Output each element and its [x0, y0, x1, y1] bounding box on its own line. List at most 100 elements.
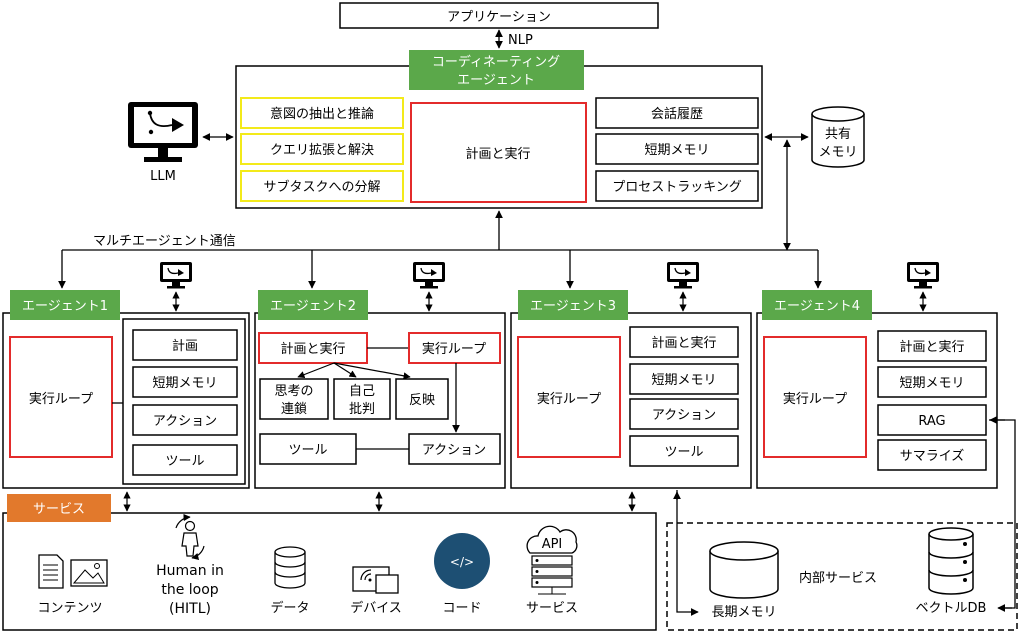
application-label: アプリケーション [447, 10, 551, 25]
query-label: クエリ拡張と解決 [270, 143, 374, 158]
process-tracking-label: プロセストラッキング [612, 180, 742, 195]
short-memory-box [595, 133, 759, 165]
agent2-to-self [333, 362, 357, 378]
agent1-item-memory-label: 短期メモリ [152, 376, 217, 391]
internal-services-label: 内部サービス [799, 570, 877, 586]
agent2-self-box [333, 378, 391, 420]
content-label: コンテンツ [37, 601, 102, 616]
agent2-plan-label: 計画と実行 [280, 341, 345, 357]
intent-label: 意図の抽出と推論 [270, 106, 374, 122]
agent3-item-tool-label: ツール [664, 445, 703, 460]
agent3-loop-box [517, 336, 621, 458]
shared-memory-line2: メモリ [818, 145, 857, 160]
data-label: データ [270, 600, 309, 616]
agent1-item-memory [132, 366, 238, 398]
internal-services-box [666, 522, 1018, 631]
agent2-cot-box [259, 378, 329, 420]
llm-label: LLM [150, 169, 176, 184]
agent4-llm-icon [907, 262, 939, 289]
agent1-item-tool [132, 444, 238, 476]
agent4-item-summarize-label: サマライズ [900, 448, 965, 464]
agent4-loop-label: 実行ループ [783, 391, 847, 407]
agent4-item-plan-label: 計画と実行 [899, 339, 964, 355]
code-glyph: </> [450, 555, 474, 569]
coordinator-title-line1: コーディネーティング [432, 54, 560, 70]
history-label: 会話履歴 [651, 106, 703, 122]
agent2-action-label: アクション [422, 443, 486, 458]
long-memory-label: 長期メモリ [711, 605, 776, 620]
agent2-self-line2: 批判 [349, 402, 375, 417]
device-label: デバイス [350, 600, 402, 616]
services-title-badge [7, 494, 111, 522]
agent4-loop-box [763, 336, 867, 458]
api-label: API [542, 537, 563, 552]
agent3-item-action [629, 398, 739, 430]
device-icon [352, 566, 399, 594]
code-label: コード [442, 601, 481, 616]
agent4-item-rag-label: RAG [918, 414, 945, 429]
services-title: サービス [33, 502, 85, 517]
hitl-line3: (HITL) [169, 601, 211, 617]
agent4-item-memory-label: 短期メモリ [899, 376, 964, 391]
document-icon [38, 554, 64, 589]
service-label: サービス [526, 601, 578, 616]
shared-memory-cylinder [811, 106, 865, 168]
intent-box [240, 97, 404, 129]
multi-agent-comm-label: マルチエージェント通信 [93, 234, 236, 249]
agent3-title: エージェント3 [530, 299, 616, 314]
application-box [339, 2, 659, 29]
agent4-item-plan [877, 330, 987, 362]
database-icon [274, 546, 306, 589]
agent1-title: エージェント1 [22, 299, 108, 314]
coordinator-plan-label: 計画と実行 [465, 146, 530, 162]
agent2-self-line1: 自己 [349, 384, 375, 399]
short-memory-label: 短期メモリ [644, 143, 709, 158]
process-tracking-box [595, 170, 759, 202]
agent2-reflect-box [395, 378, 449, 420]
human-in-loop-icon [175, 513, 205, 561]
agent4-title-badge [762, 290, 872, 320]
agent2-title: エージェント2 [270, 299, 356, 314]
vector-db-label: ベクトルDB [916, 601, 987, 616]
agent4-item-rag [877, 404, 987, 436]
agent3-item-tool [629, 435, 739, 467]
agent3-item-action-label: アクション [652, 408, 716, 423]
agent2-title-badge [258, 290, 368, 320]
coordinator-plan-box [410, 102, 587, 203]
agent3-item-memory-label: 短期メモリ [651, 373, 716, 388]
vector-db-icon [928, 527, 974, 595]
subtask-box [240, 170, 404, 202]
image-icon [70, 559, 108, 587]
agent3-item-plan-label: 計画と実行 [651, 335, 716, 351]
agent4-item-summarize [877, 439, 987, 471]
history-box [595, 97, 759, 129]
agent4-title: エージェント4 [774, 299, 860, 314]
agent2-tool-label: ツール [288, 443, 327, 458]
agent3-title-badge [518, 290, 628, 320]
agent2-loop-label: 実行ループ [422, 341, 486, 357]
agent2-cot-line1: 思考の [274, 384, 313, 399]
agent2-cot-line2: 連鎖 [281, 401, 307, 417]
agent2-reflect-label: 反映 [409, 393, 435, 408]
agent3-item-memory [629, 363, 739, 395]
agent3-longmemory-connector [676, 490, 699, 616]
agent3-llm-icon [667, 262, 699, 289]
agent2-to-cot [297, 362, 335, 379]
agent4-item-memory [877, 366, 987, 398]
agent3-loop-label: 実行ループ [537, 391, 601, 407]
llm-monitor-icon [128, 102, 198, 162]
agent2-action-box [408, 433, 501, 465]
agent2-tool-box [259, 433, 357, 465]
api-cloud-icon [526, 525, 578, 554]
code-icon [434, 533, 490, 589]
nlp-label: NLP [508, 33, 533, 48]
hitl-line1: Human in [156, 563, 224, 579]
coordinator-title-line2: エージェント [457, 73, 535, 88]
subtask-label: サブタスクへの分解 [263, 179, 380, 195]
query-box [240, 133, 404, 165]
server-rack-icon [531, 555, 573, 595]
agent1-item-tool-label: ツール [165, 454, 204, 469]
agent2-loop-box [408, 332, 501, 364]
agent1-loop-box [9, 336, 113, 458]
